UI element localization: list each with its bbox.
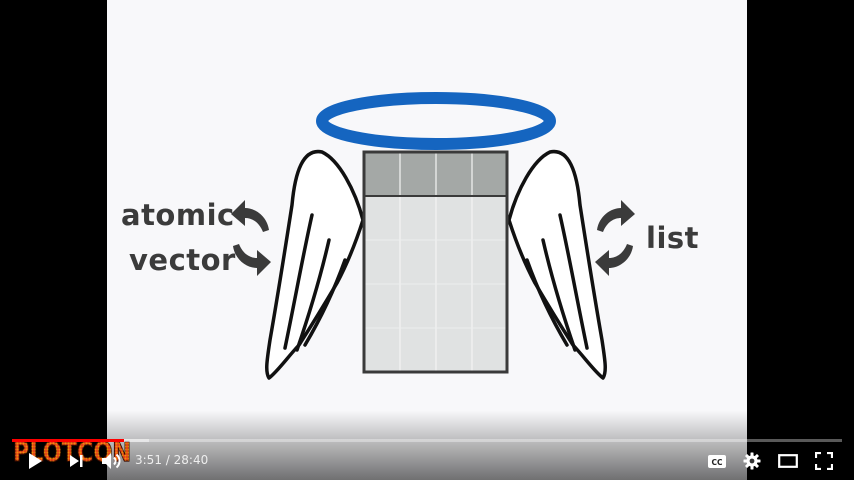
halo	[316, 92, 556, 150]
volume-button[interactable]	[98, 444, 124, 478]
arrow-icon	[231, 200, 269, 232]
theater-mode-button[interactable]	[776, 444, 800, 478]
data-frame	[362, 150, 509, 374]
right-arrows	[595, 200, 635, 276]
player-controls: 3:51 / 28:40 CC	[0, 444, 854, 478]
left-arrows	[231, 200, 271, 276]
controls-gradient	[0, 410, 854, 480]
label-atomic: atomic	[121, 198, 235, 232]
theater-mode-icon	[778, 454, 798, 468]
fullscreen-icon	[815, 452, 833, 470]
angel-dataframe-illustration	[231, 92, 635, 380]
arrow-icon	[233, 244, 271, 276]
label-list: list	[646, 221, 700, 255]
current-time: 3:51	[135, 453, 162, 467]
left-wing	[265, 149, 365, 380]
progress-played	[12, 439, 125, 442]
arrow-icon	[597, 200, 635, 232]
next-button[interactable]	[64, 444, 88, 478]
play-button[interactable]	[22, 444, 48, 478]
next-icon	[70, 455, 83, 467]
play-icon	[29, 453, 42, 469]
label-vector: vector	[129, 243, 236, 277]
progress-bar[interactable]	[12, 439, 842, 442]
captions-icon: CC	[708, 454, 726, 468]
settings-icon	[743, 452, 761, 470]
arrow-icon	[595, 244, 633, 276]
right-wing	[507, 149, 607, 380]
volume-icon	[102, 453, 121, 469]
video-frame[interactable]: atomic vector list	[107, 0, 747, 480]
captions-button[interactable]: CC	[704, 444, 730, 478]
svg-text:CC: CC	[711, 458, 723, 467]
settings-button[interactable]	[740, 444, 764, 478]
fullscreen-button[interactable]	[812, 444, 836, 478]
duration: 28:40	[173, 453, 209, 467]
time-display: 3:51 / 28:40	[135, 453, 208, 467]
time-separator: /	[165, 453, 170, 467]
